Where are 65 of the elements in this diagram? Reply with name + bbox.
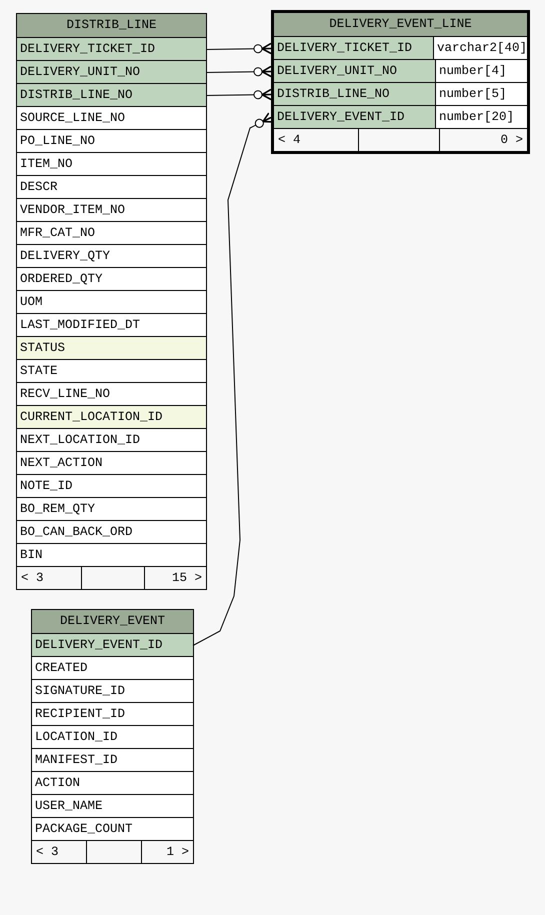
- column-name: UOM: [19, 294, 44, 311]
- column-type: number[20]: [435, 106, 527, 128]
- column-type: number[5]: [435, 83, 527, 105]
- column-name: RECIPIENT_ID: [34, 706, 126, 723]
- column-name: ACTION: [34, 775, 82, 792]
- column-name: DELIVERY_UNIT_NO: [19, 64, 142, 81]
- column-row: [32, 634, 193, 657]
- column-name: DELIVERY_EVENT_ID: [276, 109, 406, 126]
- column-name: DISTRIB_LINE_NO: [19, 87, 134, 104]
- column-name: VENDOR_ITEM_NO: [19, 202, 126, 219]
- column-name: DELIVERY_UNIT_NO: [276, 63, 398, 80]
- column-name: PACKAGE_COUNT: [34, 821, 134, 838]
- column-name: RECV_LINE_NO: [19, 386, 112, 403]
- column-name: USER_NAME: [34, 798, 104, 815]
- column-name: DELIVERY_QTY: [19, 248, 112, 265]
- child-count: 1 >: [141, 841, 193, 863]
- column-name: NEXT_ACTION: [19, 455, 104, 472]
- column-name: BO_REM_QTY: [19, 501, 96, 518]
- column-row: [17, 61, 206, 84]
- column-name: STATUS: [19, 340, 66, 357]
- column-name: ORDERED_QTY: [19, 271, 104, 288]
- column-row: [274, 37, 527, 60]
- column-row: [274, 60, 527, 83]
- column-name: SOURCE_LINE_NO: [19, 110, 126, 127]
- column-name: DELIVERY_EVENT_ID: [34, 637, 164, 654]
- column-row: [17, 38, 206, 61]
- column-row: [17, 406, 206, 429]
- table-box: [271, 10, 530, 154]
- column-name: DELIVERY_TICKET_ID: [19, 41, 156, 58]
- child-count: 15 >: [144, 567, 206, 589]
- column-name: LAST_MODIFIED_DT: [19, 317, 142, 334]
- column-name: DISTRIB_LINE_NO: [276, 86, 391, 103]
- column-type: varchar2[40]: [432, 37, 527, 59]
- column-row: [17, 84, 206, 107]
- column-row: [274, 83, 527, 106]
- table-name: DELIVERY_EVENT_LINE: [274, 13, 527, 37]
- column-name: MFR_CAT_NO: [19, 225, 96, 242]
- column-name: PO_LINE_NO: [19, 133, 96, 150]
- column-name: MANIFEST_ID: [34, 752, 119, 769]
- relationship-line: [206, 88, 272, 100]
- column-name: LOCATION_ID: [34, 729, 119, 746]
- table-box: [16, 13, 207, 590]
- column-name: NOTE_ID: [19, 478, 74, 495]
- relationship-line: [206, 42, 272, 54]
- column-name: BO_CAN_BACK_ORD: [19, 524, 134, 541]
- column-name: SIGNATURE_ID: [34, 683, 126, 700]
- parent-count: < 3: [35, 844, 60, 861]
- parent-count: < 4: [277, 132, 302, 149]
- table-name: DELIVERY_EVENT: [32, 610, 193, 634]
- column-row: [17, 337, 206, 360]
- column-type: number[4]: [435, 60, 527, 82]
- column-row: [274, 106, 527, 129]
- column-name: DESCR: [19, 179, 59, 196]
- table-name: DISTRIB_LINE: [17, 14, 206, 38]
- column-name: BIN: [19, 547, 44, 564]
- column-name: ITEM_NO: [19, 156, 74, 173]
- column-name: DELIVERY_TICKET_ID: [276, 40, 414, 57]
- relationship-line: [206, 66, 272, 78]
- table-box: [31, 609, 194, 864]
- parent-count: < 3: [20, 570, 45, 587]
- child-count: 0 >: [439, 129, 527, 151]
- column-name: CREATED: [34, 660, 89, 677]
- column-name: STATE: [19, 363, 59, 380]
- column-name: NEXT_LOCATION_ID: [19, 432, 142, 449]
- column-name: CURRENT_LOCATION_ID: [19, 409, 164, 426]
